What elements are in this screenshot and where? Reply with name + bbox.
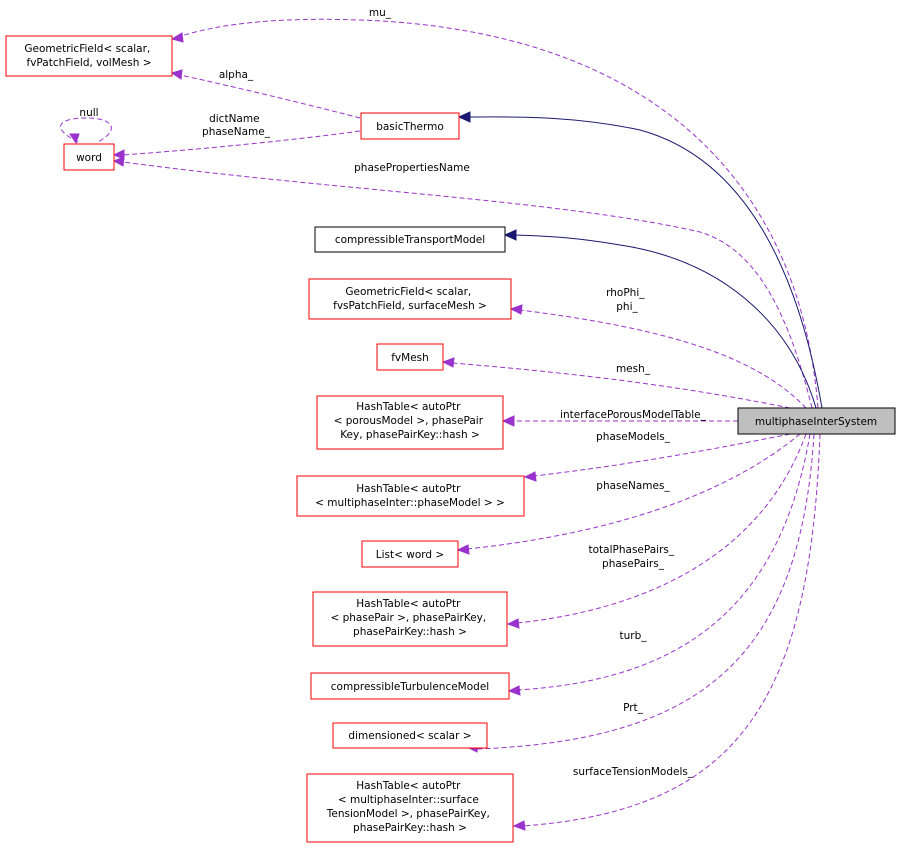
edge-label-turb: turb_ bbox=[619, 630, 647, 642]
edge-rho-phi bbox=[519, 309, 807, 409]
node-hashtable-porous-model[interactable]: HashTable< autoPtr < porousModel >, phas… bbox=[316, 395, 504, 450]
edge-null bbox=[60, 117, 112, 143]
edge-label-phase-names: phaseNames_ bbox=[596, 480, 670, 492]
svg-text:fvMesh: fvMesh bbox=[391, 352, 429, 364]
svg-text:GeometricField< scalar,: GeometricField< scalar, fvsPatchField, s… bbox=[333, 286, 487, 312]
svg-text:multiphaseInterSystem: multiphaseInterSystem bbox=[755, 416, 877, 428]
edge-label-mu: mu_ bbox=[369, 7, 392, 19]
edge-phase-models-arrowhead bbox=[523, 471, 537, 482]
edge-label-alpha: alpha_ bbox=[219, 69, 254, 81]
node-list-word[interactable]: List< word > bbox=[361, 540, 459, 568]
svg-text:word: word bbox=[76, 152, 102, 164]
node-compressible-transport-model[interactable]: compressibleTransportModel bbox=[314, 226, 506, 253]
edge-rho-phi-arrowhead bbox=[509, 304, 523, 315]
node-multiphase-inter-system[interactable]: multiphaseInterSystem bbox=[737, 407, 896, 435]
node-hashtable-phase-pair[interactable]: HashTable< autoPtr < phasePair >, phaseP… bbox=[312, 591, 508, 647]
node-hashtable-phase-model[interactable]: HashTable< autoPtr < multiphaseInter::ph… bbox=[296, 475, 525, 517]
edge-label-rho-phi: rhoPhi_ phi_ bbox=[606, 287, 648, 313]
edge-phase-names-arrowhead bbox=[456, 544, 470, 555]
edge-label-prt: Prt_ bbox=[623, 702, 644, 714]
edge-label-dict-phase-name: dictName phaseName_ bbox=[202, 113, 271, 138]
svg-text:dimensioned< scalar >: dimensioned< scalar > bbox=[348, 730, 471, 742]
edge-null-arrowhead bbox=[69, 133, 80, 145]
edge-label-mesh: mesh_ bbox=[616, 363, 651, 375]
svg-text:HashTable< autoPtr < p: HashTable< autoPtr < porousModel >, phas… bbox=[334, 401, 487, 441]
edge-label-phase-models: phaseModels_ bbox=[596, 431, 671, 443]
edge-surface-tension bbox=[522, 433, 821, 827]
node-compressible-turbulence-model[interactable]: compressibleTurbulenceModel bbox=[310, 672, 510, 700]
edge-phase-models bbox=[533, 433, 791, 477]
node-geometric-field-vol[interactable]: GeometricField< scalar, fvPatchField, vo… bbox=[5, 35, 173, 77]
edge-surface-tension-arrowhead bbox=[512, 820, 526, 831]
svg-text:compressibleTransportModel: compressibleTransportModel bbox=[335, 234, 485, 246]
edge-inherit-comp-transport-arrowhead bbox=[503, 229, 517, 241]
edge-phase-properties-name-arrowhead bbox=[112, 156, 125, 167]
edge-label-surface-tension: surfaceTensionModels_ bbox=[573, 766, 694, 778]
edge-label-phase-pairs: totalPhasePairs_ phasePairs_ bbox=[589, 544, 678, 570]
node-dimensioned-scalar[interactable]: dimensioned< scalar > bbox=[332, 722, 488, 749]
svg-text:HashTable< autoPtr < m: HashTable< autoPtr < multiphaseInter::su… bbox=[326, 780, 493, 834]
edge-turb-arrowhead bbox=[507, 685, 521, 696]
svg-text:HashTable< autoPtr < m: HashTable< autoPtr < multiphaseInter::ph… bbox=[315, 483, 505, 509]
edge-mu bbox=[177, 18, 819, 409]
edge-label-interface-porous: interfacePorousModelTable_ bbox=[560, 409, 707, 421]
edge-alpha bbox=[179, 74, 361, 119]
edge-interface-porous-arrowhead bbox=[501, 415, 515, 427]
svg-text:basicThermo: basicThermo bbox=[376, 121, 444, 133]
edge-phase-pairs bbox=[516, 433, 807, 624]
node-basic-thermo[interactable]: basicThermo bbox=[360, 112, 460, 140]
edge-mu-arrowhead bbox=[170, 32, 184, 43]
edge-label-phase-properties-name: phasePropertiesName bbox=[354, 162, 470, 174]
node-geometric-field-surface[interactable]: GeometricField< scalar, fvsPatchField, s… bbox=[308, 278, 512, 320]
edge-dict-phase-name-arrowhead bbox=[112, 149, 125, 160]
edge-inherit-comp-transport bbox=[513, 234, 817, 409]
edge-inherit-basic-thermo-arrowhead bbox=[457, 111, 471, 123]
edge-mesh-arrowhead bbox=[441, 357, 455, 368]
node-word[interactable]: word bbox=[63, 143, 115, 171]
edge-mesh bbox=[451, 362, 791, 409]
edge-dict-phase-name bbox=[121, 130, 361, 156]
edge-label-null: null bbox=[79, 107, 98, 119]
edge-phase-pairs-arrowhead bbox=[506, 618, 520, 629]
svg-text:List< word >: List< word > bbox=[376, 549, 444, 561]
edge-phase-properties-name bbox=[122, 161, 813, 409]
edge-turb bbox=[517, 433, 811, 691]
svg-text:HashTable< autoPtr < p: HashTable< autoPtr < phasePair >, phaseP… bbox=[330, 598, 489, 638]
edge-inherit-basic-thermo bbox=[467, 116, 823, 409]
edge-alpha-arrowhead bbox=[170, 69, 183, 80]
svg-text:compressibleTurbulenceModel: compressibleTurbulenceModel bbox=[331, 681, 489, 693]
svg-text:GeometricField< scalar,: GeometricField< scalar, fvPatchField, vo… bbox=[24, 43, 153, 69]
node-fvmesh[interactable]: fvMesh bbox=[376, 343, 444, 371]
edge-phase-names bbox=[466, 433, 801, 550]
node-hashtable-surface-tension[interactable]: HashTable< autoPtr < multiphaseInter::su… bbox=[306, 773, 514, 843]
